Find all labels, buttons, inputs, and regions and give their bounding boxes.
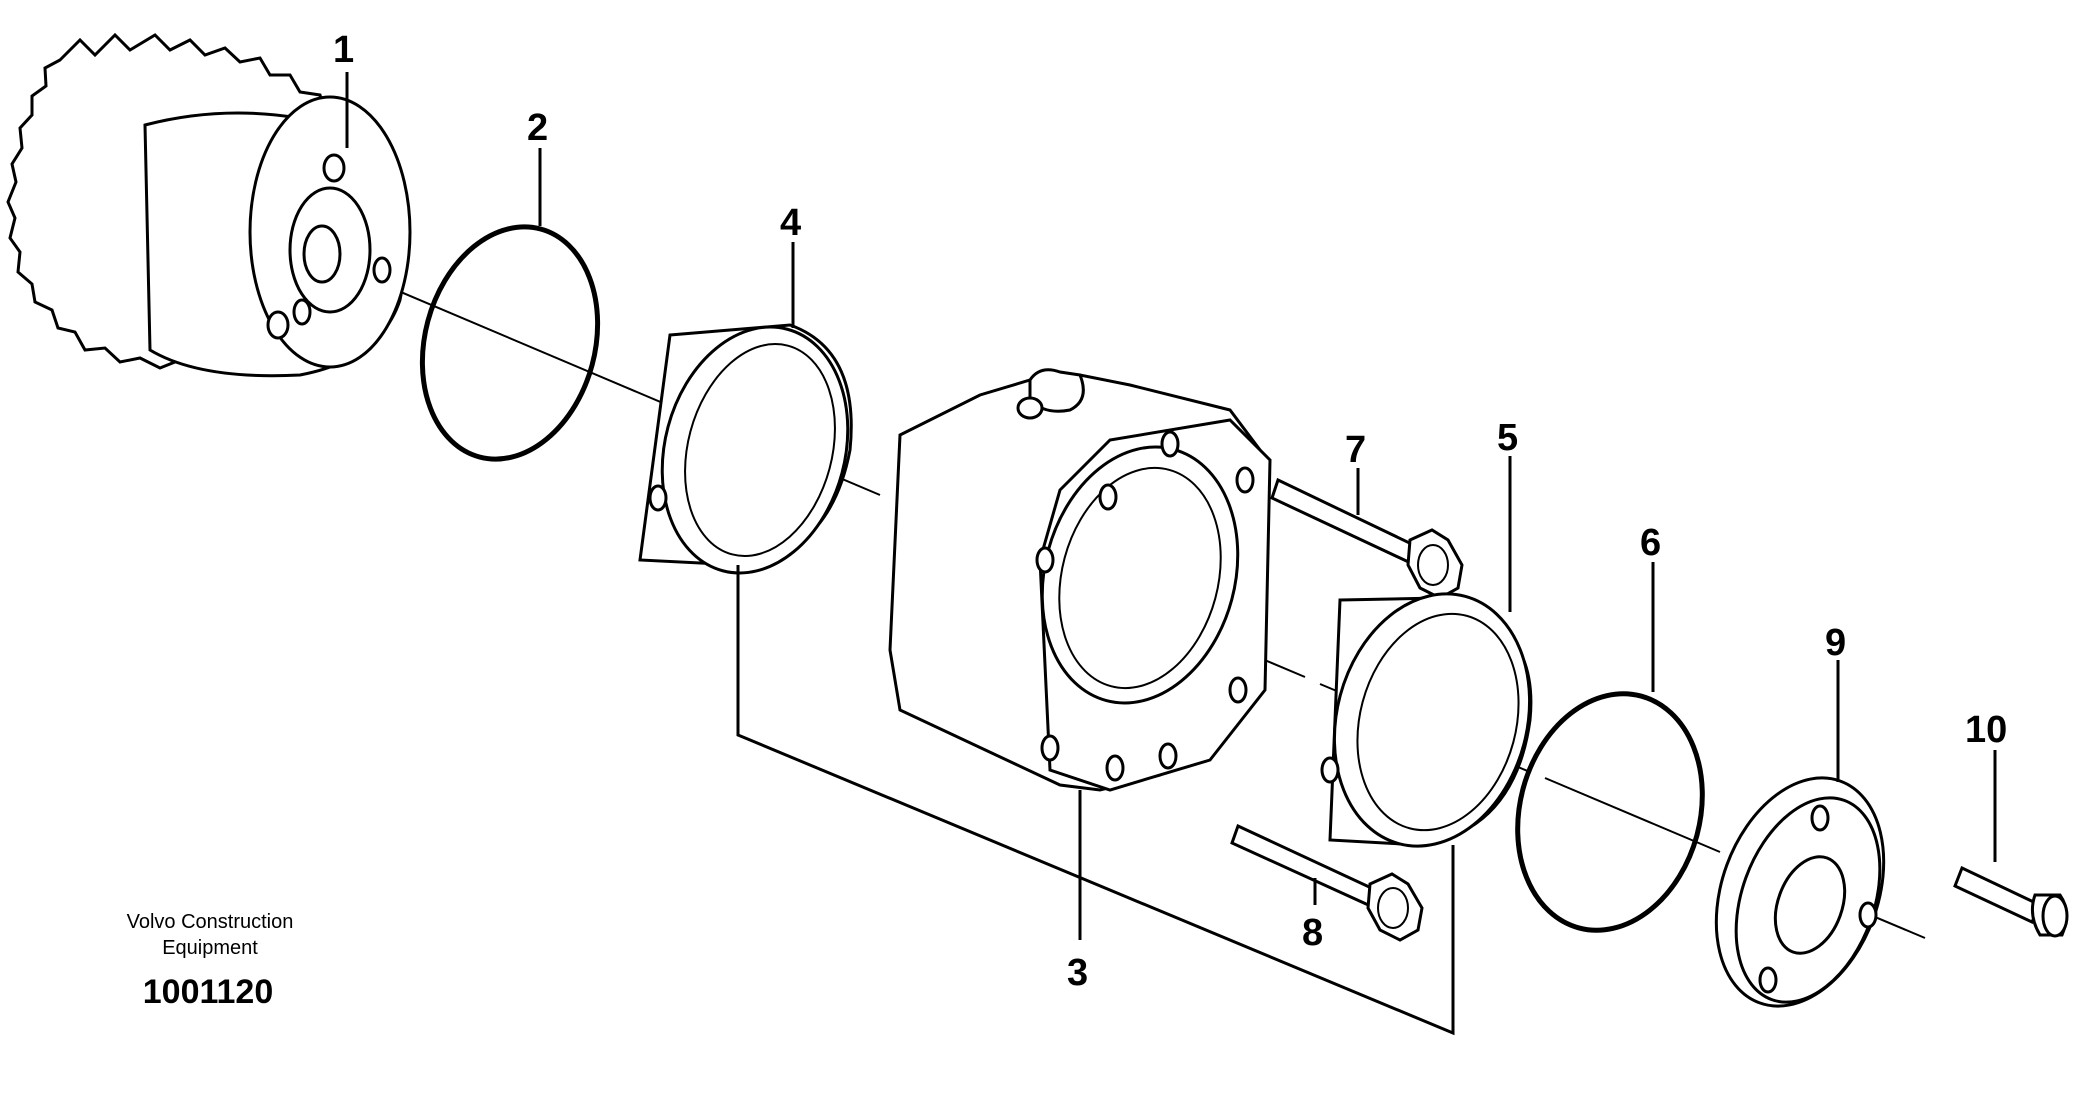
part-6-o-ring [1515, 691, 1705, 933]
label-part-7: 7 [1345, 429, 1366, 471]
label-part-3: 3 [1067, 952, 1088, 994]
part-4-bushing [638, 323, 853, 575]
company-name-line2: Equipment [162, 937, 258, 959]
part-8-bolt [1230, 823, 1424, 942]
part-3-housing [888, 368, 1272, 792]
label-part-1: 1 [333, 29, 354, 71]
part-1-gear [6, 32, 412, 378]
label-part-5: 5 [1497, 417, 1518, 459]
label-part-9: 9 [1825, 622, 1846, 664]
part-7-bolt [1270, 477, 1464, 600]
label-part-4: 4 [780, 202, 801, 244]
part-5-bushing [1320, 592, 1533, 848]
part-10-cap-screw [1953, 865, 2069, 938]
leader-lines [345, 72, 1997, 1036]
label-part-8: 8 [1302, 912, 1323, 954]
part-number-labels: 1 2 4 7 5 6 9 10 8 3 [333, 29, 2007, 994]
label-part-10: 10 [1965, 709, 2007, 751]
part-2-o-ring [419, 224, 601, 462]
label-part-6: 6 [1640, 522, 1661, 564]
document-number: 1001120 [143, 973, 274, 1011]
part-9-flange-plate [1714, 776, 1886, 1008]
caption-block: Volvo Construction Equipment 1001120 [127, 911, 294, 1011]
company-name-line1: Volvo Construction [127, 911, 294, 933]
label-part-2: 2 [527, 107, 548, 149]
